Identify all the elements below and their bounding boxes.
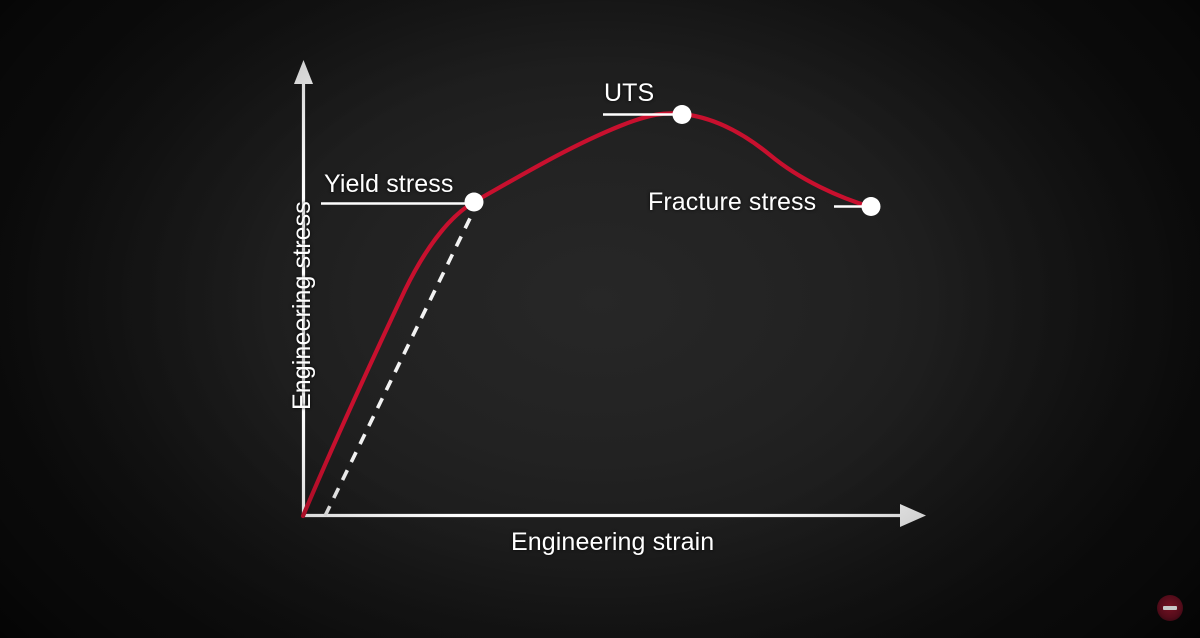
- x-axis-label: Engineering strain: [511, 528, 715, 556]
- fracture-stress-label: Fracture stress: [648, 188, 817, 216]
- uts-point-marker: [672, 105, 692, 124]
- fracture-stress-point-marker: [861, 197, 881, 216]
- uts-label: UTS: [604, 79, 655, 107]
- y-axis-label: Engineering stress: [288, 201, 316, 410]
- y-axis-arrowhead: [294, 60, 313, 84]
- channel-logo-watermark: [1157, 595, 1183, 621]
- yield-stress-label: Yield stress: [324, 170, 454, 198]
- yield-stress-point-marker: [464, 192, 484, 212]
- elastic-modulus-dashed-line: [323, 205, 478, 517]
- x-axis-arrowhead: [900, 504, 926, 527]
